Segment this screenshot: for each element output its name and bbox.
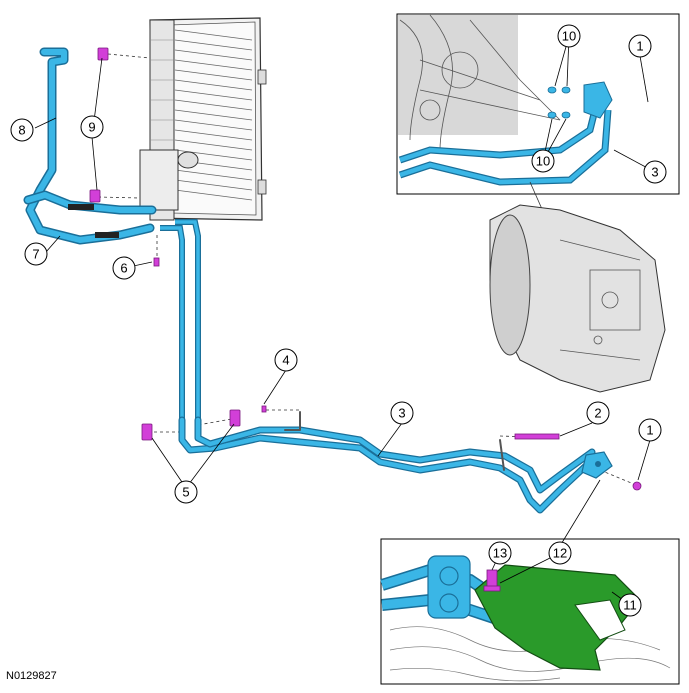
callout-label: 6 (120, 261, 127, 276)
clip-9-upper-icon (97, 47, 109, 61)
callout-circle (488, 541, 512, 565)
callout-label: 1 (646, 423, 653, 438)
callout-label: 3 (651, 165, 658, 180)
callout-2: 2 (586, 401, 610, 425)
callout-3: 3 (390, 401, 414, 425)
callout-label: 13 (493, 546, 507, 561)
transmission (489, 204, 666, 393)
cooler-tube-vertical (160, 219, 201, 420)
callout-circle (24, 242, 48, 266)
callout-circle (548, 541, 572, 565)
callout-circle (557, 24, 581, 48)
callout-label: 4 (282, 353, 289, 368)
callout-label: 10 (562, 29, 576, 44)
radiator (139, 17, 267, 221)
callout-label: 1 (636, 39, 643, 54)
callout-label: 8 (18, 123, 25, 138)
callout-circle (638, 418, 662, 442)
callout-8: 8 (10, 118, 34, 142)
callout-12: 12 (548, 541, 572, 565)
callout-circle (618, 593, 642, 617)
callout-10: 10 (531, 149, 555, 173)
bolt-4-icon (261, 405, 267, 413)
callout-circle (112, 256, 136, 280)
clip-5-left-icon (141, 423, 153, 441)
cooler-line-lower (178, 411, 596, 514)
callout-circle (80, 115, 104, 139)
callout-7: 7 (24, 242, 48, 266)
clip-9-lower-icon (89, 189, 101, 203)
callout-13: 13 (488, 541, 512, 565)
callout-11: 11 (618, 593, 642, 617)
callout-label: 7 (32, 247, 39, 262)
callout-3: 3 (643, 160, 667, 184)
cooler-fitting (581, 451, 613, 479)
callout-label: 9 (88, 120, 95, 135)
callout-1: 1 (638, 418, 662, 442)
bolt-6-icon (153, 257, 160, 267)
callout-label: 3 (398, 406, 405, 421)
figure-id: N0129827 (6, 670, 57, 682)
callout-circle (531, 149, 555, 173)
callout-9: 9 (80, 115, 104, 139)
callout-label: 11 (623, 598, 637, 613)
callout-4: 4 (274, 348, 298, 372)
callout-circle (274, 348, 298, 372)
bolt-1-lower-icon (632, 481, 642, 491)
bolt-2-icon (514, 433, 560, 440)
callout-circle (10, 118, 34, 142)
callout-1: 1 (628, 34, 652, 58)
callout-circle (628, 34, 652, 58)
callout-circle (174, 480, 198, 504)
cooler-tube-upper (23, 47, 157, 245)
callout-5: 5 (174, 480, 198, 504)
clip-5-right-icon (229, 409, 241, 427)
callout-circle (586, 401, 610, 425)
callout-circle (643, 160, 667, 184)
callout-10: 10 (557, 24, 581, 48)
callout-label: 2 (594, 406, 601, 421)
callout-leaders (34, 35, 656, 606)
callout-circle (390, 401, 414, 425)
callout-label: 12 (553, 546, 567, 561)
callout-label: 5 (182, 485, 189, 500)
callout-label: 10 (536, 154, 550, 169)
callout-6: 6 (112, 256, 136, 280)
